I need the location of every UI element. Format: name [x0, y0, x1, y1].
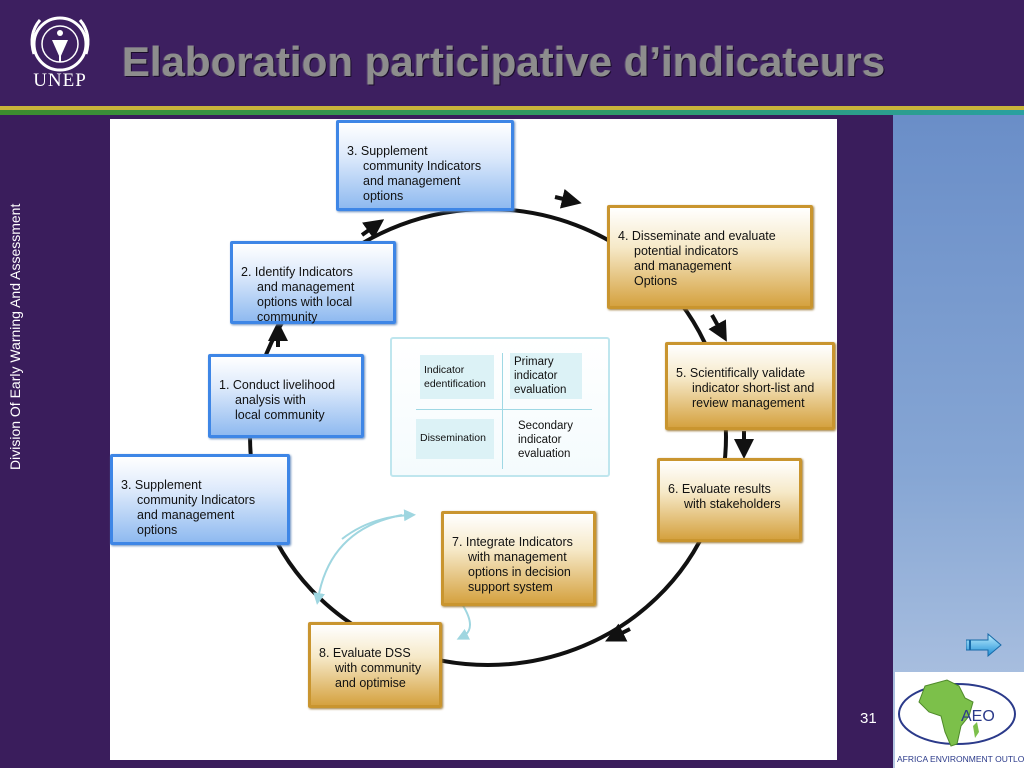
inner-cycle-arc-right [456, 603, 471, 640]
step-1-conduct: 1. Conduct livelihood analysis with loca… [208, 354, 364, 438]
slide-header: UNEP Elaboration participative d’indicat… [0, 0, 1024, 106]
step-5-validate: 5. Scientifically validate indicator sho… [665, 342, 835, 430]
unep-emblem-icon [30, 16, 90, 72]
inner-cycle-arc-top [341, 509, 416, 540]
header-divider-yellow [0, 106, 1024, 110]
step-3-supplement-bottom: 3. Supplement community Indicators and m… [110, 454, 290, 545]
step-6-evaluate-results: 6. Evaluate results with stakeholders [657, 458, 802, 542]
unep-logo-text: UNEP [33, 70, 87, 91]
step-3-supplement-top: 3. Supplement community Indicators and m… [336, 120, 514, 211]
aeo-caption: AFRICA ENVIRONMENT OUTLOOK [897, 754, 1024, 764]
cycle-arrow-6 [360, 219, 385, 239]
indicator-matrix: Indicator edentification Primary indicat… [390, 337, 610, 477]
matrix-divider-vertical [502, 353, 503, 469]
aeo-logo-text: AEO [961, 708, 995, 725]
step-2-identify: 2. Identify Indicators and management op… [230, 241, 396, 324]
diagram-canvas: 3. Supplement community Indicators and m… [110, 119, 837, 760]
right-decor-panel [893, 115, 1024, 768]
step-4-disseminate: 4. Disseminate and evaluate potential in… [607, 205, 813, 309]
cycle-arrow-2 [708, 314, 727, 342]
matrix-cell-bottom-right: Secondary indicator evaluation [518, 420, 573, 460]
matrix-divider-horizontal [416, 409, 592, 410]
cycle-arrow-1 [554, 188, 582, 209]
next-arrow-icon[interactable] [966, 633, 1002, 657]
slide-title: Elaboration participative d’indicateurs [122, 38, 886, 85]
matrix-cell-top-right: Primary indicator evaluation [510, 353, 582, 399]
division-label: Division Of Early Warning And Assessment [7, 203, 23, 470]
aeo-logo: AEO AFRICA ENVIRONMENT OUTLOOK [895, 672, 1024, 768]
step-8-evaluate-dss: 8. Evaluate DSS with community and optim… [308, 622, 442, 708]
header-divider-green [0, 110, 1024, 115]
matrix-cell-bottom-left: Dissemination [416, 419, 494, 459]
page-number: 31 [860, 710, 877, 727]
cycle-arrow-4 [605, 623, 631, 642]
step-7-integrate: 7. Integrate Indicators with management … [441, 511, 596, 606]
matrix-cell-top-left: Indicator edentification [420, 355, 494, 399]
africa-map-icon [898, 679, 1016, 747]
